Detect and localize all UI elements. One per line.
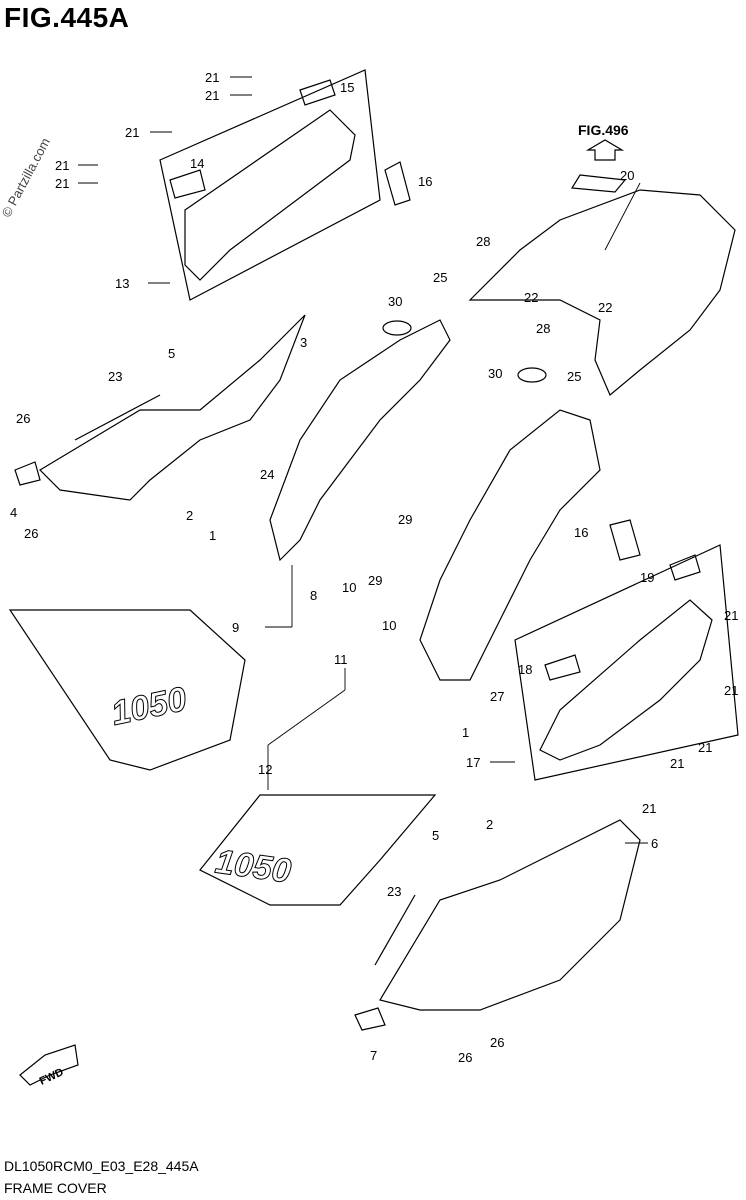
callout-16: 16 xyxy=(418,174,432,189)
callout-26: 26 xyxy=(24,526,38,541)
part-16b xyxy=(609,519,641,561)
callout-8: 8 xyxy=(310,588,317,603)
part-16 xyxy=(384,161,411,206)
reference-arrow xyxy=(585,139,625,161)
callout-labels: 21 21 15 21 21 14 21 16 13 20 28 25 22 2… xyxy=(10,70,738,1065)
callout-16: 16 xyxy=(574,525,588,540)
callout-25: 25 xyxy=(433,270,447,285)
part-14-pad xyxy=(169,169,206,199)
box-17 xyxy=(514,544,739,781)
callout-5: 5 xyxy=(432,828,439,843)
callout-1: 1 xyxy=(209,528,216,543)
callout-21: 21 xyxy=(205,88,219,103)
callout-17: 17 xyxy=(466,755,480,770)
callout-20: 20 xyxy=(620,168,634,183)
callout-22: 22 xyxy=(524,290,538,305)
callout-10: 10 xyxy=(382,618,396,633)
callout-6: 6 xyxy=(651,836,658,851)
figure-name: FRAME COVER xyxy=(4,1180,107,1196)
callout-22: 22 xyxy=(598,300,612,315)
part-8-cover xyxy=(269,319,451,562)
part-4 xyxy=(14,461,41,486)
part-9-decal xyxy=(8,609,246,771)
callout-9: 9 xyxy=(232,620,239,635)
callout-24: 24 xyxy=(260,467,274,482)
callout-30: 30 xyxy=(488,366,502,381)
callout-15: 15 xyxy=(340,80,354,95)
callout-18: 18 xyxy=(518,662,532,677)
part-19-pad xyxy=(669,554,701,581)
callout-21: 21 xyxy=(205,70,219,85)
callout-26: 26 xyxy=(16,411,30,426)
callout-4: 4 xyxy=(10,505,17,520)
decal-9-text: 1050 xyxy=(108,680,190,733)
figure-code: DL1050RCM0_E03_E28_445A xyxy=(4,1158,199,1174)
box-13 xyxy=(159,69,381,301)
callout-28: 28 xyxy=(476,234,490,249)
callout-25: 25 xyxy=(567,369,581,384)
figure-reference: FIG.496 xyxy=(578,122,629,138)
part-7 xyxy=(354,1007,386,1031)
part-6-cover xyxy=(379,819,641,1011)
callout-7: 7 xyxy=(370,1048,377,1063)
callout-14: 14 xyxy=(190,156,204,171)
part-3-cover xyxy=(39,314,306,501)
figure-title: FIG.445A xyxy=(4,2,130,33)
callout-11: 11 xyxy=(334,652,348,667)
callout-13: 13 xyxy=(115,276,129,291)
part-23b-trim xyxy=(374,894,416,966)
part-12-decal xyxy=(199,794,437,906)
part-30b-grommet xyxy=(517,367,547,383)
callout-27: 27 xyxy=(490,689,504,704)
callout-21: 21 xyxy=(55,176,69,191)
callout-2: 2 xyxy=(186,508,193,523)
callout-12: 12 xyxy=(258,762,272,777)
callout-28: 28 xyxy=(536,321,550,336)
callout-26: 26 xyxy=(458,1050,472,1065)
callout-23: 23 xyxy=(387,884,401,899)
callout-29: 29 xyxy=(368,573,382,588)
part-15-plate xyxy=(184,109,356,281)
part-20 xyxy=(468,189,736,396)
callout-26: 26 xyxy=(490,1035,504,1050)
callout-10: 10 xyxy=(342,580,356,595)
part-20-sticker xyxy=(570,174,627,193)
callout-21: 21 xyxy=(724,608,738,623)
part-18-pad xyxy=(544,654,581,681)
part-11-cover xyxy=(419,409,601,681)
callout-1: 1 xyxy=(462,725,469,740)
callout-29: 29 xyxy=(398,512,412,527)
part-30-grommet xyxy=(382,320,412,336)
callout-21: 21 xyxy=(724,683,738,698)
callout-19: 19 xyxy=(640,570,654,585)
callout-21: 21 xyxy=(642,801,656,816)
callout-21: 21 xyxy=(698,740,712,755)
callout-3: 3 xyxy=(300,335,307,350)
callout-2: 2 xyxy=(486,817,493,832)
part-17-plate xyxy=(539,599,713,761)
decal-12-text: 1050 xyxy=(213,843,293,891)
callout-30: 30 xyxy=(388,294,402,309)
fwd-arrow xyxy=(19,1044,79,1086)
callout-21: 21 xyxy=(670,756,684,771)
part-15-pad xyxy=(299,79,336,106)
callout-23: 23 xyxy=(108,369,122,384)
part-23-trim xyxy=(74,394,161,441)
callout-21: 21 xyxy=(125,125,139,140)
callout-5: 5 xyxy=(168,346,175,361)
callout-21: 21 xyxy=(55,158,69,173)
fwd-label: FWD xyxy=(38,1066,66,1087)
